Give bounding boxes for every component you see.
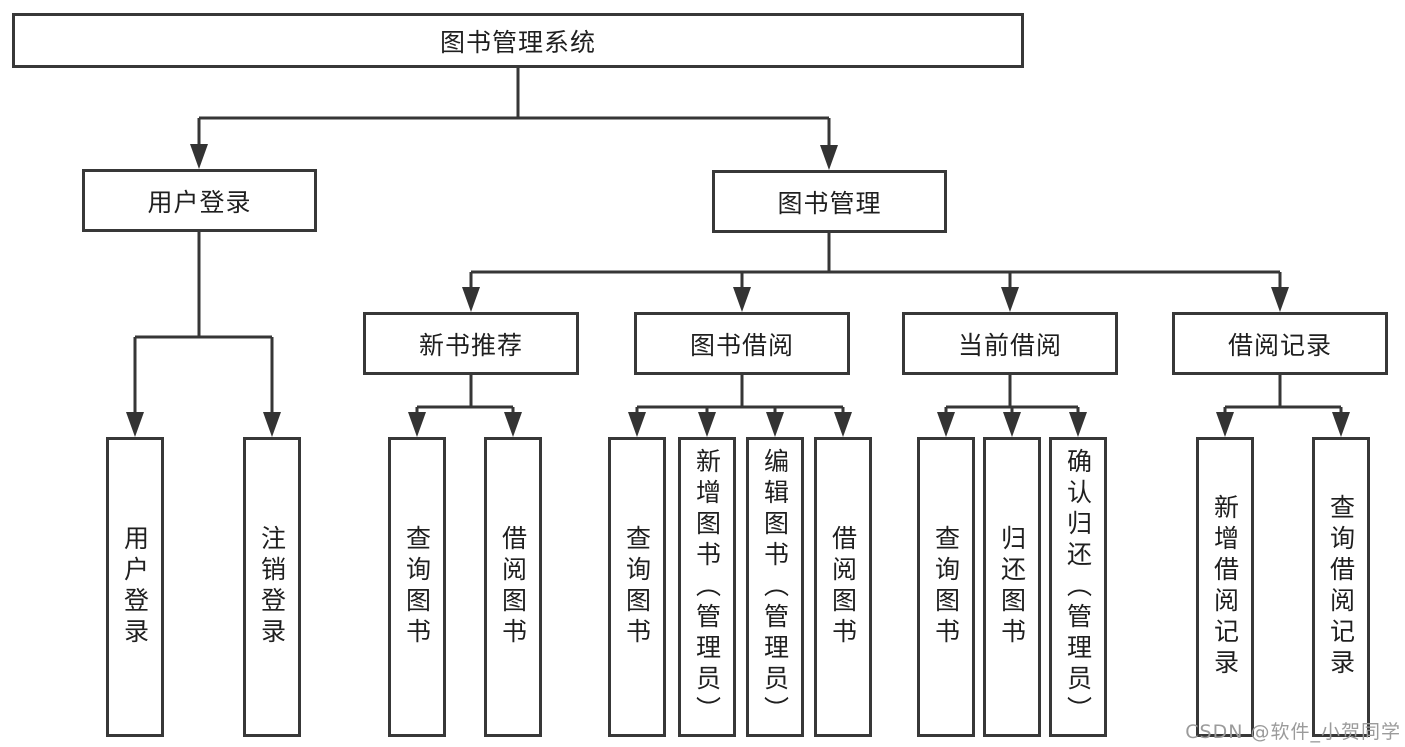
- node-label: 新书推荐: [418, 330, 523, 360]
- leaf-label: 归还图书: [997, 525, 1027, 649]
- leaf-edit-books-admin: 编辑图书（管理员）: [746, 437, 804, 737]
- arrowhead-icon: [462, 287, 480, 312]
- leaf-label: 新增图书（管理员）: [692, 447, 722, 727]
- leaf-query-borrow-record: 查询借阅记录: [1312, 437, 1370, 737]
- arrowhead-icon: [190, 144, 208, 169]
- node-new-book-recommend: 新书推荐: [363, 312, 579, 375]
- arrowhead-icon: [1069, 412, 1087, 437]
- arrowhead-icon: [733, 287, 751, 312]
- node-label: 图书管理: [777, 188, 882, 218]
- node-borrow-records: 借阅记录: [1172, 312, 1388, 375]
- arrowhead-icon: [504, 412, 522, 437]
- leaf-label: 用户登录: [120, 525, 150, 649]
- node-user-login: 用户登录: [82, 169, 317, 232]
- leaf-label: 查询图书: [402, 525, 432, 649]
- arrowhead-icon: [263, 412, 281, 437]
- connector-root: [197, 68, 831, 147]
- arrowhead-icon: [126, 412, 144, 437]
- leaf-user-login: 用户登录: [106, 437, 164, 737]
- leaf-add-borrow-record: 新增借阅记录: [1196, 437, 1254, 737]
- leaf-return-books: 归还图书: [983, 437, 1041, 737]
- node-label: 借阅记录: [1227, 330, 1332, 360]
- node-label: 用户登录: [147, 187, 252, 217]
- csdn-watermark: CSDN @软件_小贺同学: [1185, 721, 1401, 743]
- arrowhead-icon: [1216, 412, 1234, 437]
- leaf-borrow-books-recommend: 借阅图书: [484, 437, 542, 737]
- arrowhead-icon: [1003, 412, 1021, 437]
- node-book-management: 图书管理: [712, 170, 947, 233]
- connector-user-login: [133, 232, 274, 414]
- leaf-label: 查询图书: [931, 525, 961, 649]
- arrowhead-icon: [766, 412, 784, 437]
- leaf-query-books-current: 查询图书: [917, 437, 975, 737]
- leaf-label: 注销登录: [257, 525, 287, 649]
- leaf-label: 确认归还（管理员）: [1063, 447, 1093, 727]
- arrowhead-icon: [1271, 287, 1289, 312]
- arrowhead-icon: [628, 412, 646, 437]
- connector-book-management: [469, 233, 1282, 289]
- arrowhead-icon: [937, 412, 955, 437]
- leaf-label: 借阅图书: [498, 525, 528, 649]
- connector-current-borrow: [944, 375, 1080, 414]
- node-label: 当前借阅: [957, 330, 1062, 360]
- leaf-label: 借阅图书: [828, 525, 858, 649]
- leaf-label: 查询图书: [622, 525, 652, 649]
- leaf-borrow-books: 借阅图书: [814, 437, 872, 737]
- node-label: 图书借阅: [689, 330, 794, 360]
- leaf-logout: 注销登录: [243, 437, 301, 737]
- arrowhead-icon: [820, 145, 838, 170]
- arrowhead-icon: [698, 412, 716, 437]
- node-label: 图书管理系统: [439, 27, 596, 57]
- leaf-confirm-return-admin: 确认归还（管理员）: [1049, 437, 1107, 737]
- connector-new-book-recommend: [415, 375, 515, 414]
- leaf-label: 编辑图书（管理员）: [760, 447, 790, 727]
- leaf-query-books-borrow: 查询图书: [608, 437, 666, 737]
- arrowhead-icon: [1332, 412, 1350, 437]
- node-current-borrow: 当前借阅: [902, 312, 1118, 375]
- arrowhead-icon: [834, 412, 852, 437]
- arrowhead-icon: [1001, 287, 1019, 312]
- leaf-query-books-recommend: 查询图书: [388, 437, 446, 737]
- node-root: 图书管理系统: [12, 13, 1024, 68]
- connector-borrow-records: [1223, 375, 1343, 414]
- leaf-add-books-admin: 新增图书（管理员）: [678, 437, 736, 737]
- node-book-borrow: 图书借阅: [634, 312, 850, 375]
- leaf-label: 查询借阅记录: [1326, 494, 1356, 680]
- arrowhead-icon: [408, 412, 426, 437]
- connector-book-borrow: [635, 375, 845, 414]
- leaf-label: 新增借阅记录: [1210, 494, 1240, 680]
